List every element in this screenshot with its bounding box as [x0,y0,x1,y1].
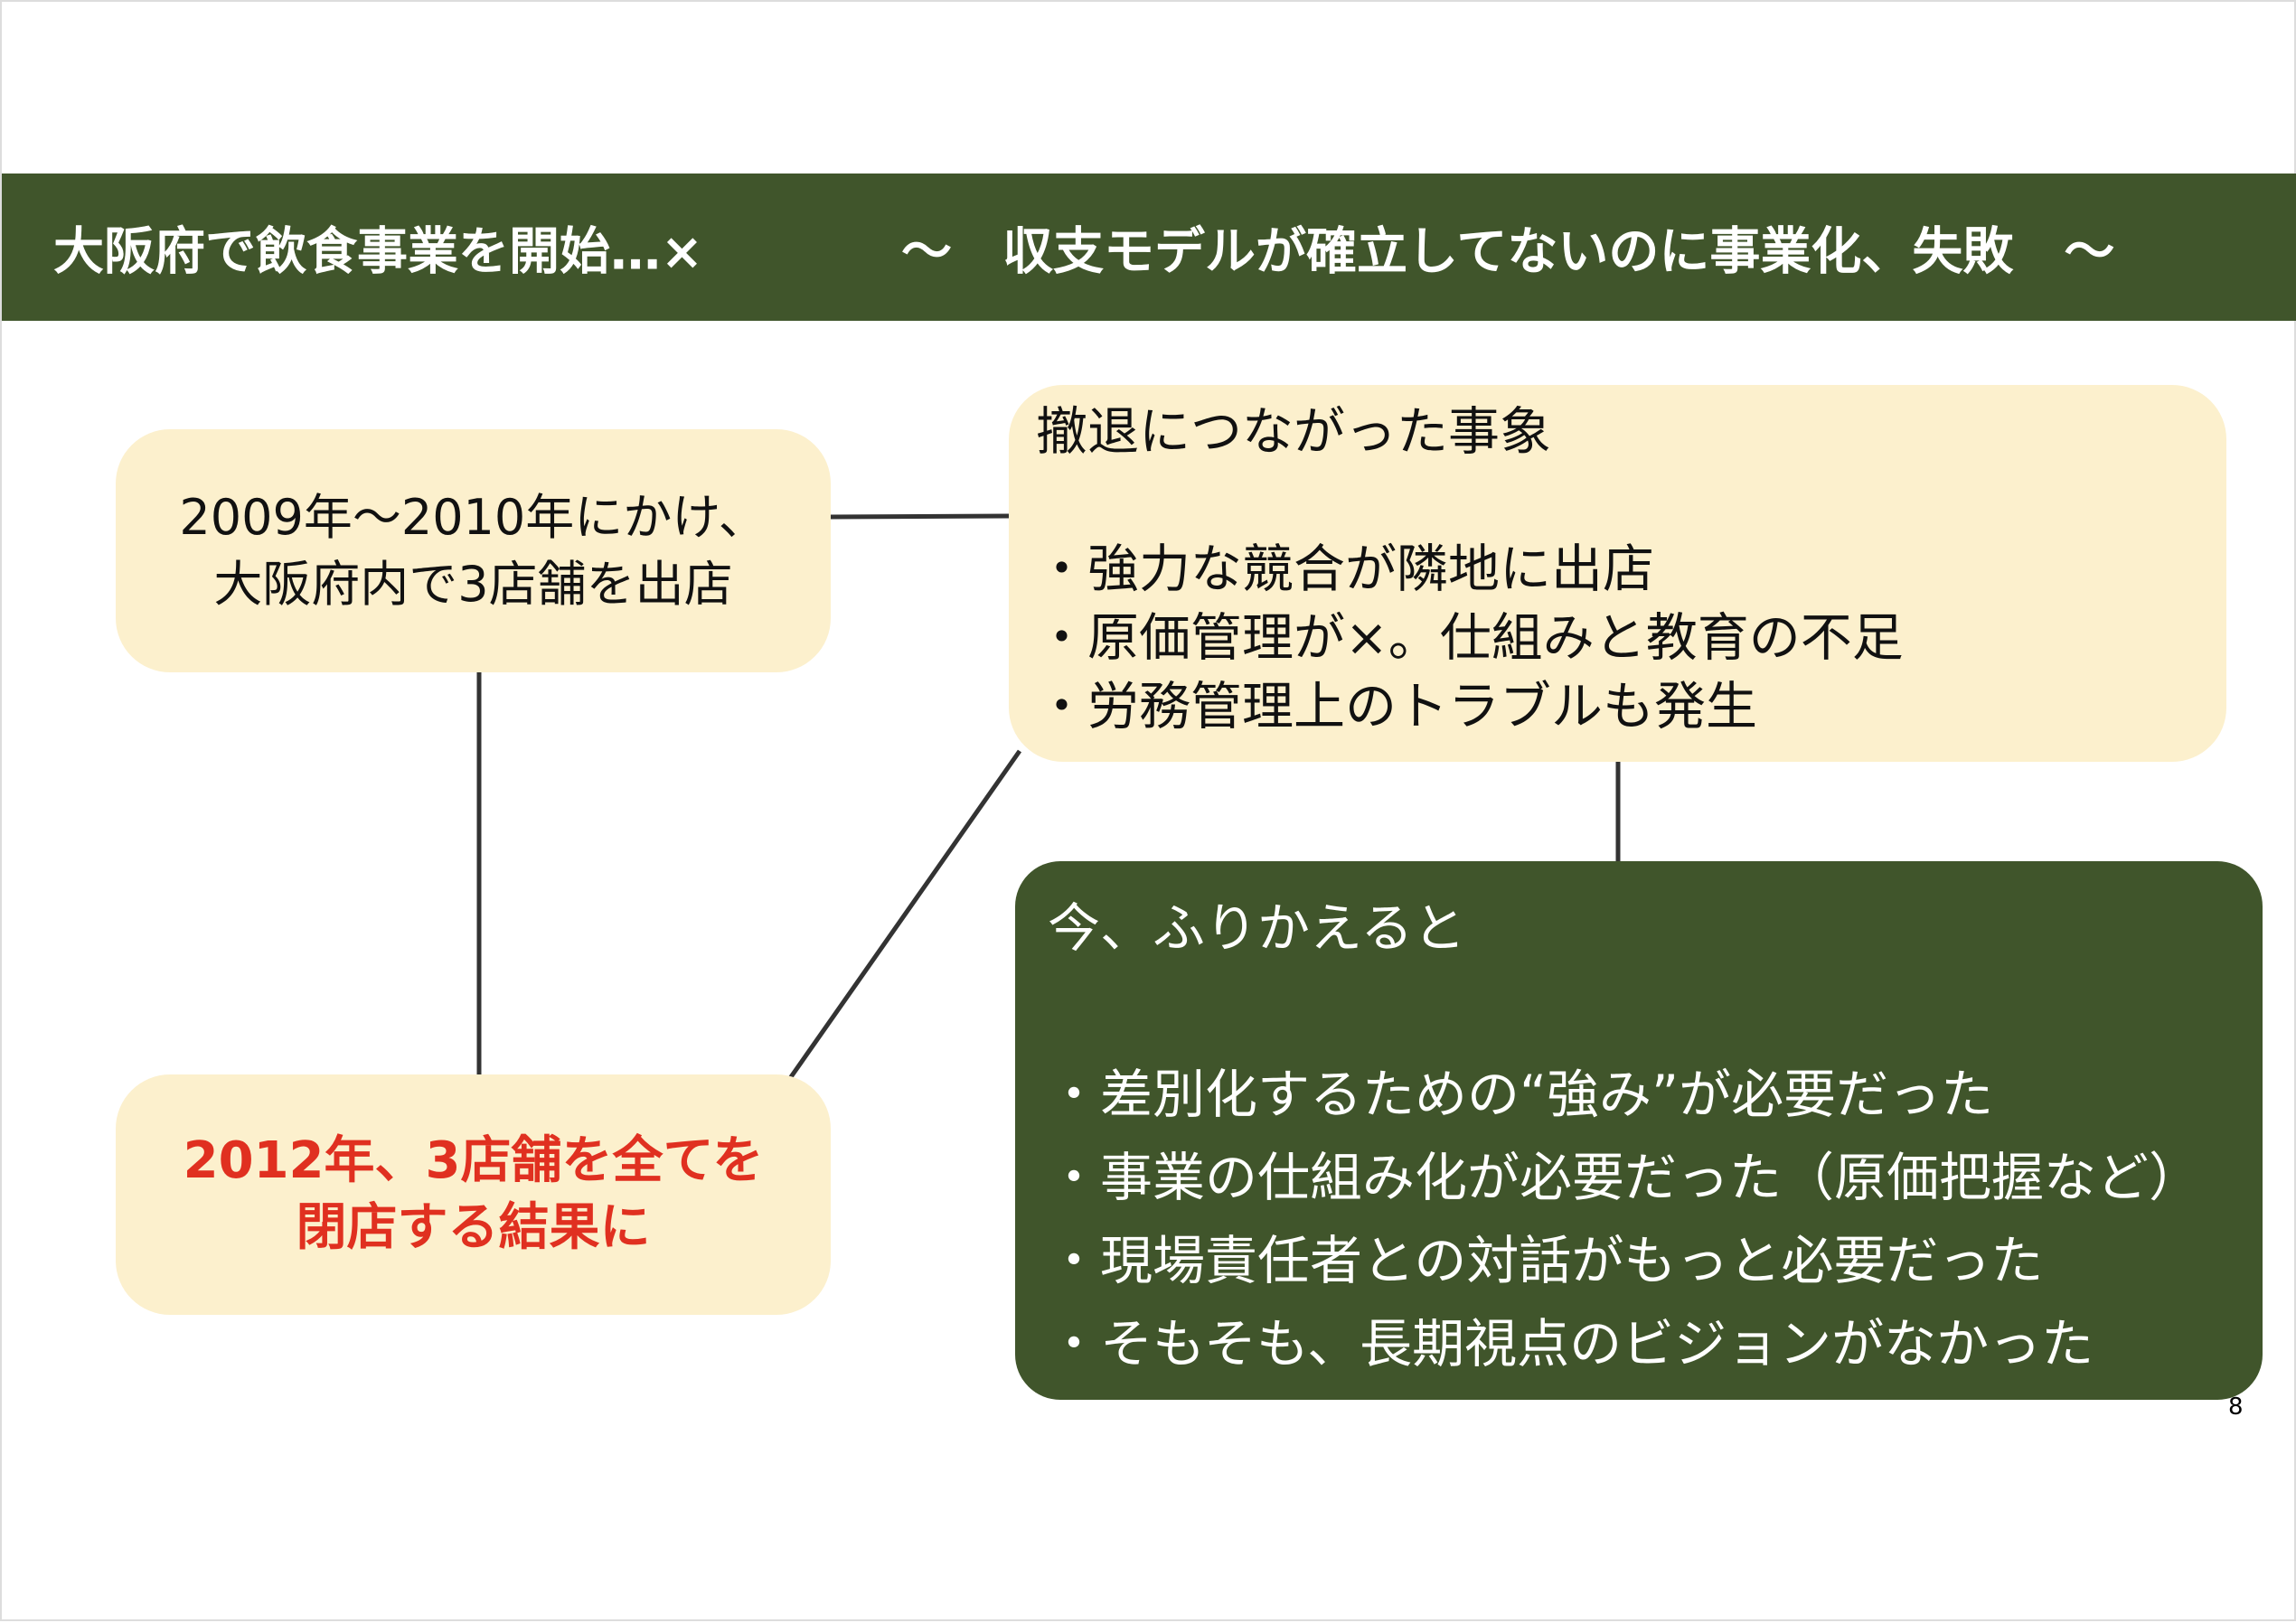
reflection-box: 今、ふりかえると ・差別化するための“強み”が必要だった ・事業の仕組み化が必要… [1015,861,2263,1400]
reflection-item: ・差別化するための“強み”が必要だった [1048,1064,1994,1125]
title-right: ～ 収支モデルが確立してないのに事業化、失敗 ～ [901,222,2115,281]
reflection-item: ・事業の仕組み化が必要だった（原価把握など） [1048,1147,2202,1208]
result-line: 閉店する結果に [296,1198,651,1257]
connector-causes-result [786,749,1022,1083]
cause-item: ・強力な競合が隣地に出店 [1036,539,1654,599]
result-line: 2012年、3店舗を全てを [183,1131,764,1190]
start-line: 大阪府内で3店舗を出店 [213,555,733,613]
result-box: 2012年、3店舗を全てを 閉店する結果に [116,1074,831,1315]
cause-item: ・労務管理上のトラブルも発生 [1036,677,1757,736]
title-banner: 大阪府で飲食事業を開始…× ～ 収支モデルが確立してないのに事業化、失敗 ～ [2,174,2296,321]
causes-box: 撤退につながった事象 ・強力な競合が隣地に出店 ・原価管理が×。仕組みと教育の不… [1009,385,2226,762]
reflection-item: ・現場責任者との対話がもっと必要だった [1048,1230,2044,1291]
reflection-heading: 今、ふりかえると [1048,897,1466,959]
connector-start-causes [830,513,1010,520]
page-number: 8 [2228,1393,2244,1421]
start-box: 2009年～2010年にかけ、 大阪府内で3店舗を出店 [116,429,831,672]
reflection-item: ・そもそも、長期視点のビジョンがなかった [1048,1313,2094,1374]
start-line: 2009年～2010年にかけ、 [179,488,767,546]
cause-item: ・原価管理が×。仕組みと教育の不足 [1036,608,1904,668]
causes-heading: 撤退につながった事象 [1036,402,1551,462]
title-left: 大阪府で飲食事業を開始…× [53,222,703,281]
